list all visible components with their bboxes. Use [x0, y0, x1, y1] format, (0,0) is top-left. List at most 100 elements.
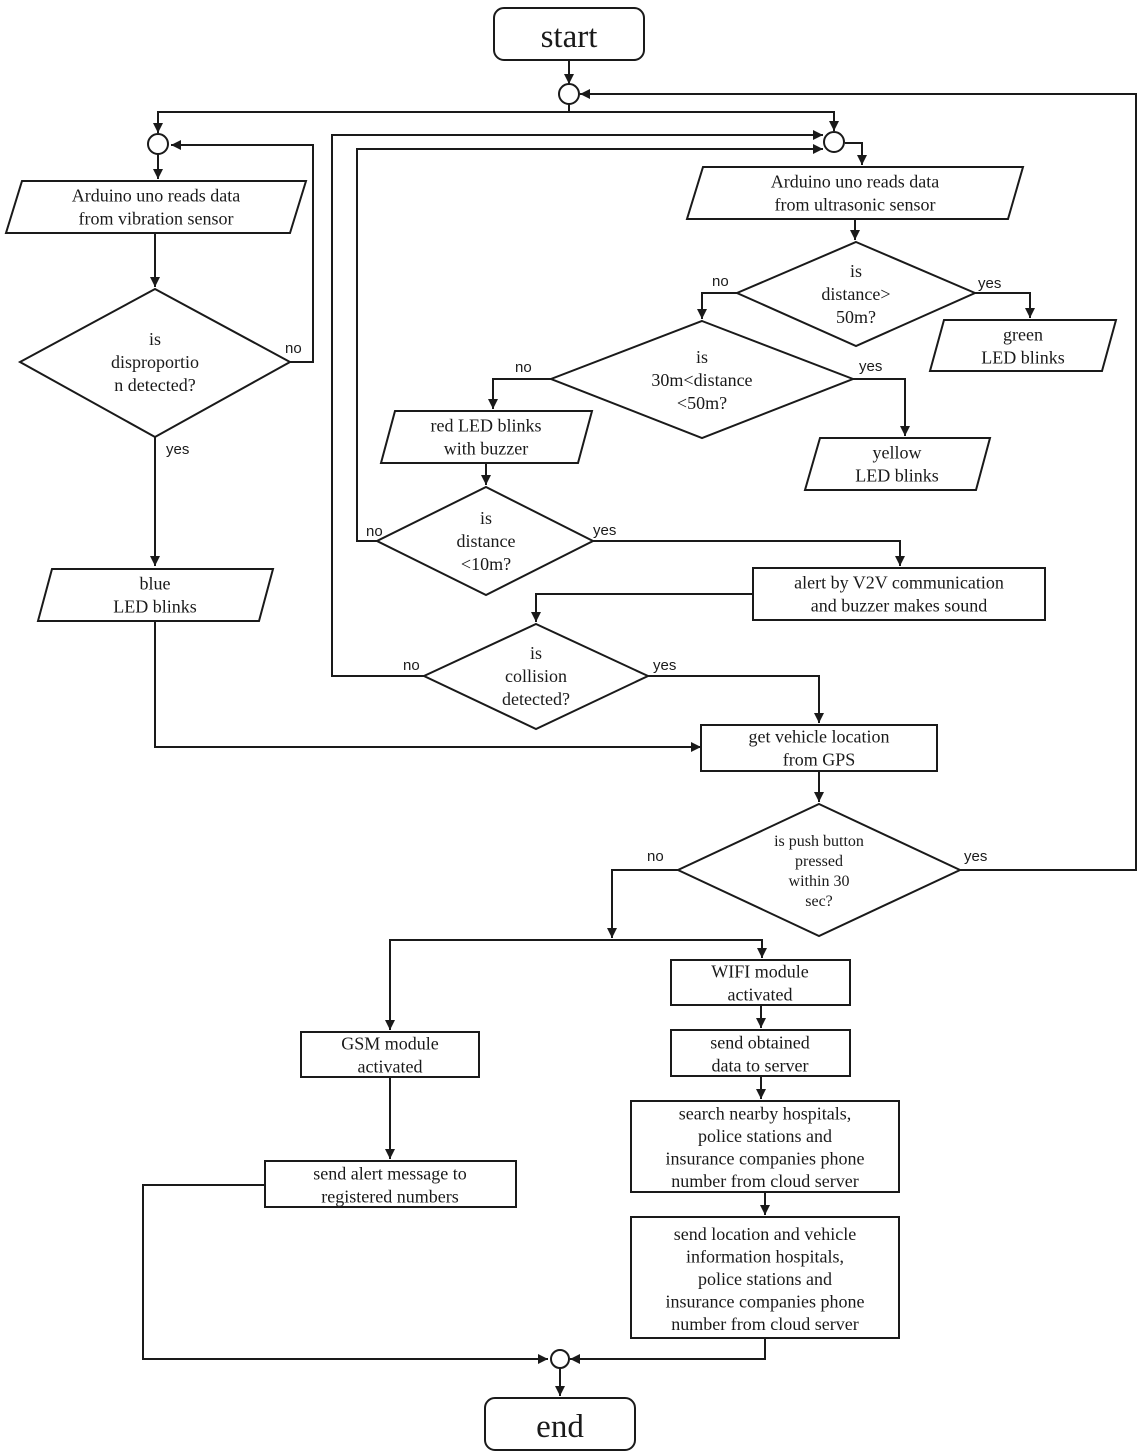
collision-no-label: no	[403, 657, 420, 674]
dist30-50-yes-label: yes	[859, 358, 882, 375]
dist10-q-line-2: distance	[457, 531, 516, 551]
dist30-50-q-line-1: is	[696, 347, 708, 367]
collision-q-line-3: detected?	[502, 689, 570, 709]
split-to-wifi-connector	[612, 939, 767, 958]
dist50-no-label: no	[712, 273, 729, 290]
read-ultrasonic-line-1: Arduino uno reads data	[771, 172, 939, 192]
junction-to-right-branch-connector	[569, 111, 839, 131]
disproportion-no-loop-connector	[171, 140, 314, 363]
collision-yes-label: yes	[653, 657, 676, 674]
collision-decision-text: is collision detected?	[502, 643, 570, 709]
dist30-50-yes-connector	[853, 378, 910, 436]
junction-to-left-branch-connector	[153, 103, 570, 133]
push-button-q-line-2: pressed	[795, 853, 843, 870]
push-button-yes-label: yes	[964, 848, 987, 865]
push-button-decision: is push button pressed within 30 sec?	[675, 802, 963, 938]
read-vibration-line-2: from vibration sensor	[79, 209, 234, 229]
distance-30-50-decision: is 30m<distance <50m?	[548, 319, 856, 440]
end-terminal: end	[484, 1397, 636, 1451]
wifi-line-1: WIFI module	[711, 962, 808, 982]
read-ultrasonic-sensor-text: Arduino uno reads data from ultrasonic se…	[771, 172, 939, 215]
gps-line-2: from GPS	[783, 750, 856, 770]
disproportion-q-line-2: disproportio	[111, 352, 199, 372]
dist10-yes-connector	[593, 540, 905, 566]
send-location-line-5: number from cloud server	[671, 1314, 858, 1334]
v2v-to-collision-connector	[531, 593, 753, 622]
search-nearby-box: search nearby hospitals,police stations …	[630, 1100, 900, 1193]
push-button-q-line-4: sec?	[805, 893, 833, 910]
v2v-alert-line-1: alert by V2V communication	[794, 573, 1004, 593]
dist50-q-line-3: 50m?	[836, 307, 876, 327]
disproportion-yes-label: yes	[166, 441, 189, 458]
read-vibration-sensor-text: Arduino uno reads data from vibration sen…	[72, 186, 240, 229]
send-server-line-2: data to server	[712, 1056, 809, 1076]
dist10-q-line-3: <10m?	[461, 554, 511, 574]
search-nearby-text: search nearby hospitals,police stations …	[666, 1103, 865, 1191]
collision-q-line-1: is	[530, 643, 542, 663]
end-label: end	[536, 1409, 584, 1445]
push-button-no-label: no	[647, 848, 664, 865]
read-ultrasonic-line-2: from ultrasonic sensor	[775, 195, 936, 215]
collision-yes-connector	[648, 675, 824, 723]
dist50-yes-label: yes	[978, 275, 1001, 292]
dist50-q-line-1: is	[850, 261, 862, 281]
junctions	[147, 83, 845, 1369]
search-line-4: number from cloud server	[671, 1171, 858, 1191]
push-button-no-connector	[607, 869, 678, 938]
dist30-50-q-line-2: 30m<distance	[651, 370, 752, 390]
edge-labels: no yes no yes no yes no yes no yes no ye…	[166, 273, 1001, 865]
dist30-50-no-connector	[488, 378, 551, 409]
wifi-line-2: activated	[728, 985, 793, 1005]
gsm-line-1: GSM module	[341, 1034, 439, 1054]
dist50-no-connector	[697, 292, 737, 319]
blue-led-to-gps-connector	[154, 622, 701, 752]
read-vibration-sensor-box: Arduino uno reads data from vibration sen…	[4, 180, 308, 234]
disproportion-no-label: no	[285, 340, 302, 357]
search-line-3: insurance companies phone	[666, 1148, 865, 1168]
dist10-no-label: no	[366, 523, 383, 540]
distance-30-50-text: is 30m<distance <50m?	[651, 347, 752, 413]
red-led-line-2: with buzzer	[444, 439, 528, 459]
dist10-no-loop-connector	[356, 144, 823, 542]
search-line-1: search nearby hospitals,	[679, 1103, 851, 1123]
start-label: start	[541, 19, 598, 55]
yellow-led-line-2: LED blinks	[855, 466, 939, 486]
send-location-line-4: insurance companies phone	[666, 1292, 865, 1312]
right-junction	[823, 131, 845, 153]
blue-led-line-1: blue	[140, 574, 171, 594]
read-vibration-line-1: Arduino uno reads data	[72, 186, 240, 206]
collision-q-line-2: collision	[505, 666, 567, 686]
dist30-50-q-line-3: <50m?	[677, 393, 727, 413]
green-led-line-1: green	[1003, 325, 1043, 345]
push-button-yes-loop-connector	[580, 89, 1137, 871]
send-location-line-1: send location and vehicle	[674, 1224, 856, 1244]
start-terminal: start	[493, 7, 645, 61]
send-location-to-end-junction-connector	[570, 1339, 766, 1364]
dist30-50-no-label: no	[515, 359, 532, 376]
dist50-yes-connector	[975, 292, 1035, 318]
push-button-q-line-1: is push button	[774, 833, 864, 850]
push-button-q-line-3: within 30	[789, 873, 850, 890]
disproportion-q-line-3: n detected?	[114, 375, 195, 395]
